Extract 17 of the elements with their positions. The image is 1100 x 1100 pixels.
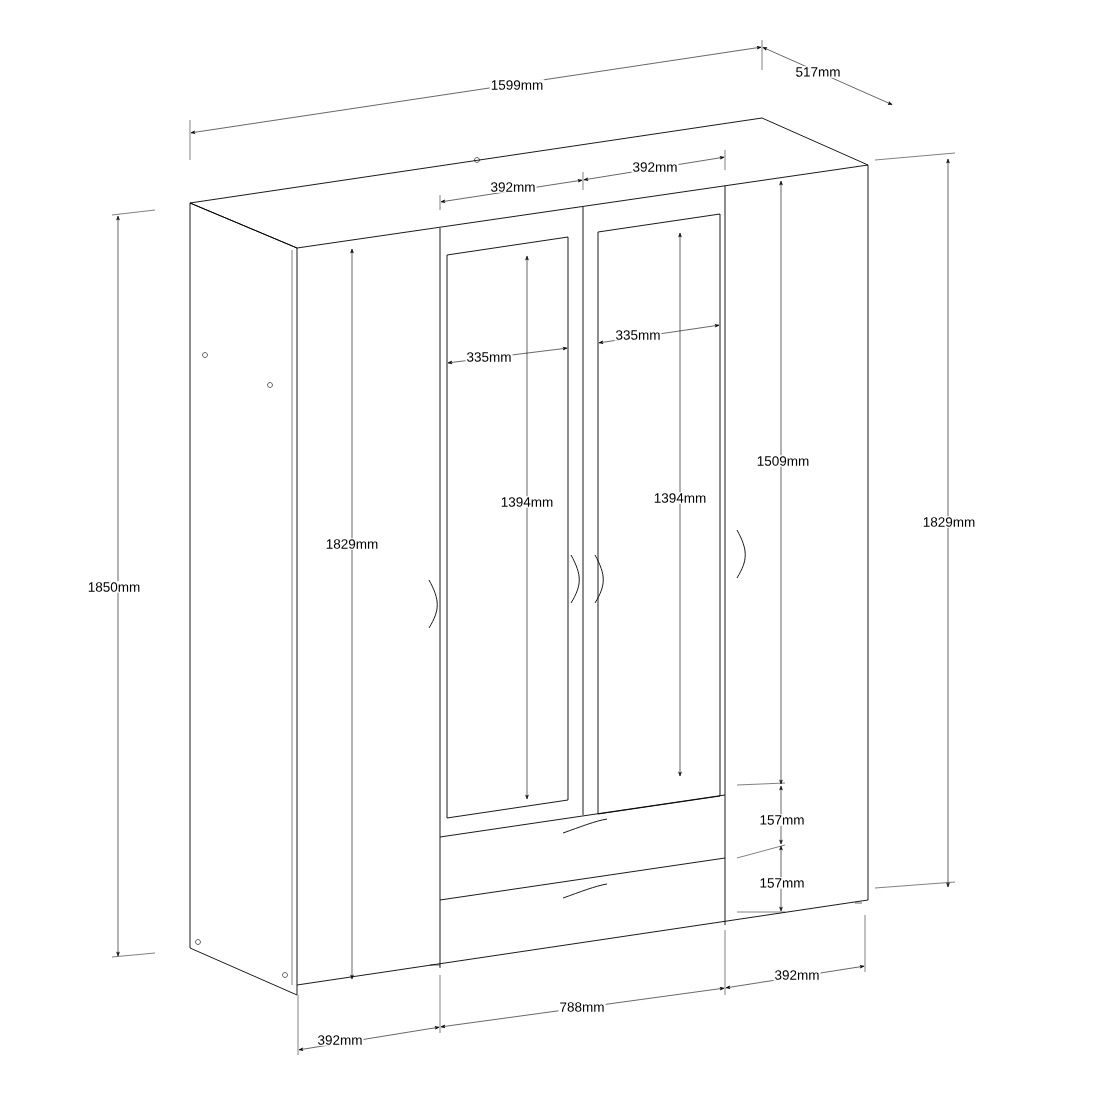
dimension-label: 1599mm bbox=[489, 79, 545, 91]
dimension-label: 392mm bbox=[773, 969, 821, 981]
dimension-label: 1394mm bbox=[652, 492, 708, 504]
dimension-label: 1850mm bbox=[86, 581, 142, 593]
dimension-label: 1509mm bbox=[755, 455, 811, 467]
dimension-label: 392mm bbox=[316, 1034, 364, 1046]
dimension-label: 1829mm bbox=[324, 538, 380, 550]
dimension-label: 392mm bbox=[489, 181, 537, 193]
dimension-label: 157mm bbox=[758, 877, 806, 889]
dimension-label: 335mm bbox=[465, 351, 513, 363]
dimension-label: 157mm bbox=[758, 814, 806, 826]
dimension-label: 335mm bbox=[614, 329, 662, 341]
dimension-label: 517mm bbox=[794, 66, 842, 78]
dimension-label: 788mm bbox=[558, 1001, 606, 1013]
dimension-label: 1394mm bbox=[499, 496, 555, 508]
dimension-label: 1829mm bbox=[921, 516, 977, 528]
dimension-label: 392mm bbox=[631, 161, 679, 173]
